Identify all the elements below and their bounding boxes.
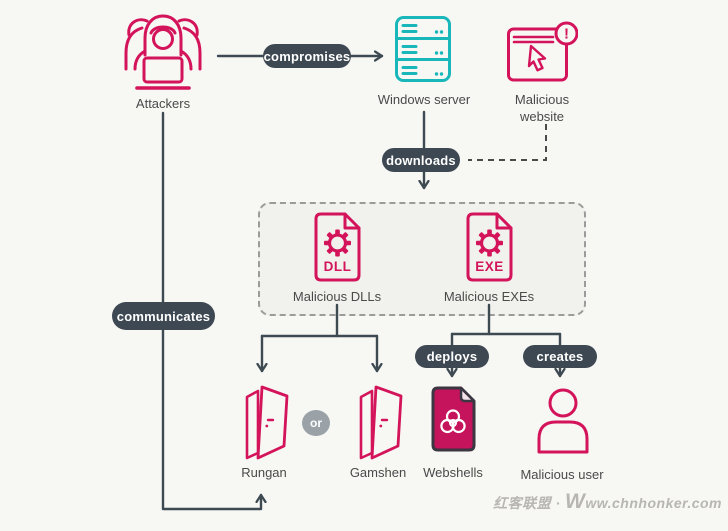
webshells-file-icon xyxy=(427,385,481,458)
webshells-label: Webshells xyxy=(423,465,483,480)
malicious-exes-label: Malicious EXEs xyxy=(443,289,535,304)
malicious-dlls-label: Malicious DLLs xyxy=(292,289,382,304)
malicious-website-icon: ! xyxy=(506,20,579,91)
or-badge: or xyxy=(302,410,330,436)
attackers-icon xyxy=(118,11,208,100)
malicious-files-group-box xyxy=(258,202,586,316)
gamshen-label: Gamshen xyxy=(349,465,407,480)
watermark-w: W xyxy=(565,490,586,513)
watermark-cn: 红客联盟 xyxy=(493,495,552,511)
compromises-pill: compromises xyxy=(263,44,351,68)
malicious-exe-file-icon: EXE xyxy=(462,211,518,288)
edge-website-download-dashed xyxy=(468,124,547,161)
watermark: 红客联盟 · Www.chnhonker.com xyxy=(493,490,722,513)
creates-pill: creates xyxy=(523,345,597,368)
gamshen-door-icon xyxy=(352,381,406,466)
communicates-pill: communicates xyxy=(112,302,215,330)
exe-file-type-text: EXE xyxy=(475,259,504,274)
rungan-label: Rungan xyxy=(241,465,287,480)
dll-file-type-text: DLL xyxy=(324,259,352,274)
malicious-user-icon xyxy=(534,387,592,460)
watermark-site: ww.chnhonker.com xyxy=(585,495,722,511)
downloads-pill: downloads xyxy=(382,148,460,172)
rungan-door-icon xyxy=(238,381,292,466)
windows-server-icon xyxy=(394,15,452,88)
malicious-website-label: Malicious website xyxy=(514,92,570,124)
windows-server-label: Windows server xyxy=(377,92,471,107)
watermark-separator: · xyxy=(551,495,566,511)
malicious-dll-file-icon: DLL xyxy=(310,211,366,288)
deploys-pill: deploys xyxy=(415,345,489,368)
malicious-user-label: Malicious user xyxy=(520,467,604,482)
website-alert-exclamation: ! xyxy=(564,26,569,43)
attackers-label: Attackers xyxy=(135,96,191,111)
biohazard-symbol xyxy=(440,409,466,434)
